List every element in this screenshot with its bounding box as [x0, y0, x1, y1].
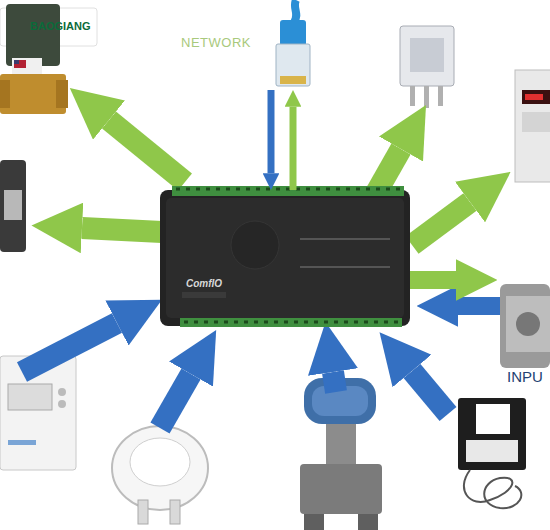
terminal-screws: [184, 321, 398, 324]
output-arrow: [410, 271, 456, 289]
output-arrow: [412, 202, 470, 245]
vfd-keypad: [522, 112, 550, 132]
relay-pin: [410, 86, 415, 106]
terminal-strip: [172, 186, 404, 196]
vfd-digits: [525, 94, 543, 100]
thermostat-button: [58, 400, 66, 408]
valve-label: [12, 58, 42, 76]
led-row: [300, 238, 390, 240]
transmitter-port: [358, 514, 378, 530]
terminal-strip: [180, 318, 402, 327]
input-arrow: [412, 371, 448, 414]
relay-case: [400, 26, 454, 86]
logo-text: BAOGIANG: [30, 20, 91, 32]
rj45-pins: [280, 76, 306, 84]
actuator-body: [506, 296, 550, 352]
network-cable: [294, 0, 296, 22]
thermostat-logo: [8, 440, 36, 445]
section-label: INPU: [507, 368, 543, 385]
output-arrow: [109, 120, 185, 182]
pressure-dial: [130, 438, 190, 486]
network-arrow: [268, 90, 275, 173]
thermostat-button: [58, 388, 66, 396]
cable-boot: [280, 20, 306, 46]
transmitter-neck: [326, 424, 356, 464]
terminal-screws: [176, 188, 400, 191]
controller-body: [160, 190, 410, 326]
flag: [14, 60, 19, 64]
actuator-shaft: [516, 312, 540, 336]
actuator-body: [500, 284, 550, 368]
valve-port: [0, 80, 10, 108]
vfd-display: [522, 90, 550, 104]
valve-port: [56, 80, 68, 108]
rj45-plug: [276, 44, 310, 86]
vfd-body: [515, 70, 550, 182]
relay-pin: [438, 86, 443, 106]
input-arrow: [22, 323, 117, 372]
flag: [14, 60, 26, 68]
ct-wire: [464, 470, 521, 508]
pressure-port: [170, 500, 180, 524]
valve-coil: [6, 4, 60, 66]
ct-label: [466, 440, 518, 462]
pressure-switch: [112, 426, 208, 510]
controller-node: ComfIO: [160, 190, 410, 326]
input-arrow: [160, 374, 191, 428]
network-arrow: [290, 107, 297, 190]
model-plate: [182, 292, 226, 298]
output-arrow: [82, 228, 162, 232]
transmitter-port: [304, 514, 324, 530]
relay-pin: [424, 86, 429, 108]
transmitter-flange: [300, 464, 382, 514]
controller-emblem: [231, 221, 279, 269]
led-row: [300, 266, 390, 268]
input-arrow: [458, 297, 500, 315]
thermostat-screen: [8, 384, 52, 410]
actuator-body: [0, 160, 26, 252]
input-arrow: [333, 372, 336, 392]
relay-coil: [410, 38, 444, 72]
node-text: ComfIO: [186, 278, 266, 289]
ct-window: [476, 404, 510, 434]
pressure-port: [138, 500, 148, 524]
actuator-bracket: [4, 190, 22, 220]
network-node: NETWORK: [255, 5, 315, 90]
ct-body: [458, 398, 526, 470]
controller-face: [166, 198, 404, 318]
node-text: NETWORK: [181, 35, 251, 50]
